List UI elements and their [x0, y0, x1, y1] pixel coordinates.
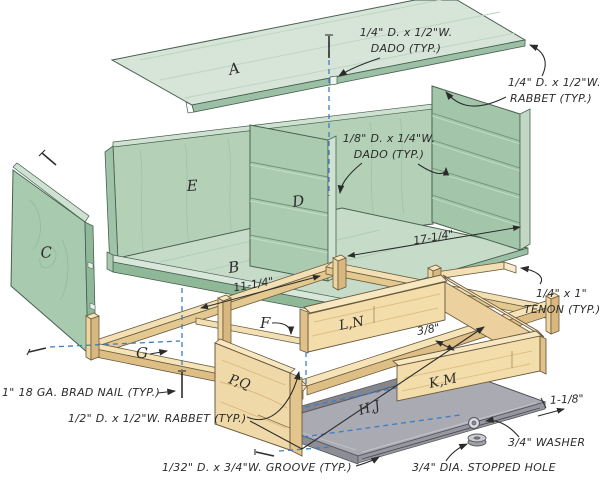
label-part-pq: P,Q	[226, 371, 252, 393]
tray-front-rail-end	[539, 335, 547, 375]
label-part-km: K,M	[427, 370, 460, 392]
leader-dado-mid-right	[417, 163, 450, 176]
tray-back-rail-end	[299, 308, 309, 354]
leader-tenon	[519, 265, 542, 285]
wood-grain-lines	[139, 0, 516, 99]
dimension-line-38	[435, 340, 455, 351]
end-panel-c	[10, 162, 97, 358]
washer-hole	[471, 420, 477, 426]
gray-groove-shadow	[361, 407, 541, 460]
tray-front-rail-top	[391, 330, 544, 367]
dimension-line-118	[537, 407, 565, 417]
label-part-ln: L,N	[337, 313, 367, 334]
leader-stopped-hole	[445, 443, 469, 462]
front-lip-end	[106, 251, 114, 273]
label-part-b: B	[226, 258, 240, 277]
leader-dado-top	[338, 57, 381, 77]
right-wall-face	[431, 85, 521, 251]
c-face	[10, 169, 89, 355]
c-grain	[29, 199, 69, 301]
tray-frame	[299, 274, 547, 402]
label-part-g: G	[136, 344, 148, 362]
centerlines-and-nails	[26, 34, 333, 457]
leader-f	[271, 322, 295, 336]
c-top-edge	[12, 162, 90, 223]
part-labels: A B C D E F G L,N P,Q K,M H,J	[40, 59, 460, 419]
dado-notch	[329, 75, 338, 86]
label-part-a: A	[225, 59, 242, 80]
annotation-groove: 1/32" D. x 3/4"W. GROOVE (TYP.)	[162, 461, 352, 474]
dimension-line-17	[347, 225, 521, 258]
divider-dado-slats	[249, 161, 329, 254]
leader-rabbet-top-b	[445, 91, 507, 107]
leader-groove	[355, 456, 380, 467]
top-panel-lip	[185, 101, 195, 114]
annotation-dado-top: 1/4" D. x 1/2"W. DADO (TYP.)	[360, 26, 457, 55]
tray-back-rail-top	[303, 274, 448, 314]
centerline-horizontal	[49, 340, 181, 348]
leader-rabbet-top-a	[528, 44, 546, 77]
annotation-tenon: 1/4" x 1" TENON (TYP.)	[524, 287, 600, 316]
frame-stretcher	[195, 317, 301, 345]
leader-washer	[484, 416, 520, 438]
annotation-dado-mid: 1/8" D. x 1/4"W. DADO (TYP.)	[343, 132, 440, 161]
tray-right-rail-top	[442, 274, 545, 338]
apron-grain	[219, 359, 288, 429]
c-edge-notch-2	[89, 302, 96, 311]
leader-lines	[149, 44, 565, 467]
leader-rabbet-bot-a	[246, 370, 301, 420]
hardware	[467, 417, 487, 447]
label-part-f: F	[259, 314, 271, 332]
label-part-hj: H,J	[356, 397, 384, 419]
leader-g	[149, 349, 169, 356]
dimension-tick-118	[540, 397, 547, 409]
top-panel-face	[110, 0, 527, 106]
right-wall-outer-edge	[519, 108, 531, 251]
label-part-e: E	[185, 176, 198, 195]
dimension-38: 3/8"	[416, 321, 441, 338]
tray-front-rail-grain	[401, 350, 533, 392]
dimension-118: 1-1/8"	[550, 392, 584, 407]
apron-board	[214, 338, 303, 457]
annotation-rabbet-bottom: 1/2" D. x 1/2"W. RABBET (TYP.)	[68, 412, 247, 425]
apron-rabbet-line	[257, 414, 291, 429]
annotation-brad-nail: 1" 18 GA. BRAD NAIL (TYP.)	[2, 386, 160, 399]
annotation-stopped-hole: 3/4" DIA. STOPPED HOLE	[412, 461, 556, 474]
back-panel-grain	[139, 117, 405, 257]
gray-front-right-edge	[357, 401, 546, 464]
brad-nails	[26, 34, 333, 457]
apron-face	[214, 342, 291, 451]
top-panel-a	[110, 0, 527, 114]
annotation-washer: 3/4" WASHER	[508, 436, 585, 449]
label-part-c: C	[40, 243, 54, 262]
right-wall-dado-slats	[431, 112, 521, 227]
stopped-hole-center	[473, 436, 481, 440]
c-edge-notch-1	[87, 261, 94, 270]
leader-dado-mid-left	[337, 162, 363, 195]
leader-brad	[157, 388, 177, 396]
leader-rabbet-bot-b	[249, 326, 485, 450]
tenon-block	[503, 261, 517, 274]
tray-back-rail-grain	[311, 293, 441, 337]
label-part-d: D	[290, 191, 305, 211]
dimension-line-11	[200, 274, 321, 310]
annotation-rabbet-top: 1/4" D. x 1/2"W. RABBET (TYP.)	[508, 76, 600, 105]
